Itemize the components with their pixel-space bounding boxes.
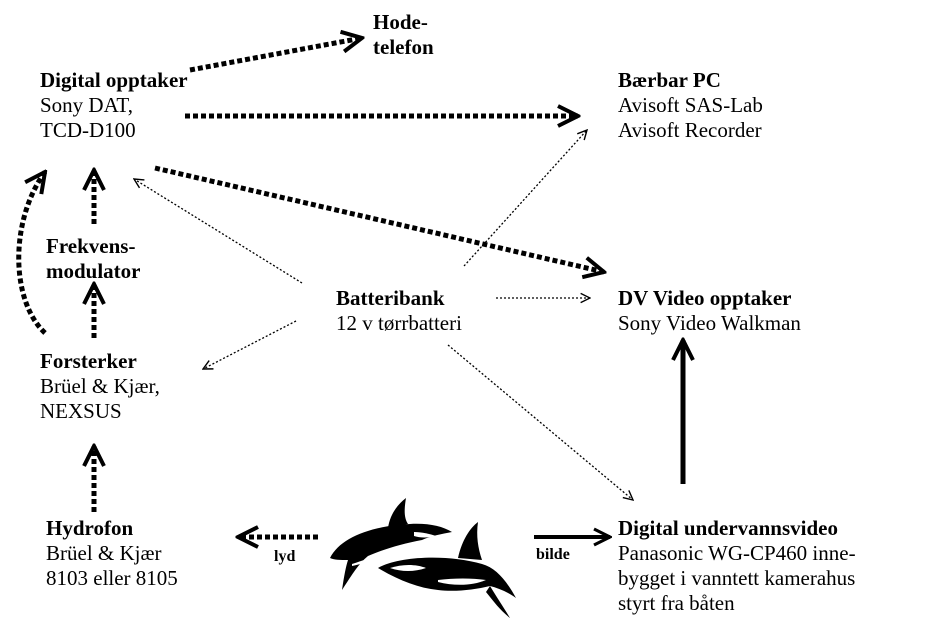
undervannsvideo-title: Digital undervannsvideo — [618, 516, 838, 540]
arrow-label-bilde: bilde — [536, 546, 570, 563]
frekvensmodulator-title-line-1: Frekvens- — [46, 234, 136, 258]
dv-video-title: DV Video opptaker — [618, 286, 792, 310]
node-hydrofon: Hydrofon Brüel & Kjær 8103 eller 8105 — [46, 516, 178, 591]
baerbar-pc-title: Bærbar PC — [618, 68, 721, 92]
node-dv-video-opptaker: DV Video opptaker Sony Video Walkman — [618, 286, 801, 336]
undervannsvideo-line-2: bygget i vanntett kamerahus — [618, 566, 856, 590]
node-frekvensmodulator: Frekvens- modulator — [46, 234, 141, 284]
hydrofon-line-2: 8103 eller 8105 — [46, 566, 178, 590]
forsterker-title: Forsterker — [40, 349, 137, 373]
node-digital-opptaker: Digital opptaker Sony DAT, TCD-D100 — [40, 68, 188, 143]
node-forsterker: Forsterker Brüel & Kjær, NEXSUS — [40, 349, 160, 424]
arrow-opptaker-to-hodetelefon — [189, 38, 362, 73]
arrow-forsterker-to-opptaker-curved — [16, 172, 45, 335]
undervannsvideo-line-1: Panasonic WG-CP460 inne- — [618, 541, 856, 565]
forsterker-line-1: Brüel & Kjær, — [40, 374, 160, 398]
hodetelefon-title-line-1: Hode- — [373, 10, 428, 34]
forsterker-line-2: NEXSUS — [40, 399, 122, 423]
power-line-to-undervannsvideo — [447, 344, 633, 500]
undervannsvideo-line-3: styrt fra båten — [618, 591, 735, 615]
orca-illustration — [330, 498, 516, 618]
power-line-to-opptaker — [134, 179, 303, 284]
batteribank-title: Batteribank — [336, 286, 445, 310]
power-line-to-forsterker — [203, 320, 297, 369]
hodetelefon-title-line-2: telefon — [373, 35, 434, 59]
dv-video-line-1: Sony Video Walkman — [618, 311, 801, 335]
batteribank-line-1: 12 v tørrbatteri — [336, 311, 462, 335]
orca-back — [378, 522, 516, 618]
hydrofon-line-1: Brüel & Kjær — [46, 541, 162, 565]
node-hodetelefon: Hode- telefon — [373, 10, 434, 60]
power-line-to-pc — [463, 130, 587, 267]
digital-opptaker-line-1: Sony DAT, — [40, 93, 133, 117]
frekvensmodulator-title-line-2: modulator — [46, 259, 141, 283]
node-batteribank: Batteribank 12 v tørrbatteri — [336, 286, 462, 336]
baerbar-pc-line-2: Avisoft Recorder — [618, 118, 762, 142]
node-baerbar-pc: Bærbar PC Avisoft SAS-Lab Avisoft Record… — [618, 68, 763, 143]
arrow-label-lyd: lyd — [274, 548, 296, 565]
digital-opptaker-line-2: TCD-D100 — [40, 118, 136, 142]
baerbar-pc-line-1: Avisoft SAS-Lab — [618, 93, 763, 117]
node-digital-undervannsvideo: Digital undervannsvideo Panasonic WG-CP4… — [618, 516, 856, 616]
hydrofon-title: Hydrofon — [46, 516, 134, 540]
digital-opptaker-title: Digital opptaker — [40, 68, 188, 92]
arrow-opptaker-to-dv-video — [154, 165, 604, 272]
orca-front — [330, 498, 452, 590]
